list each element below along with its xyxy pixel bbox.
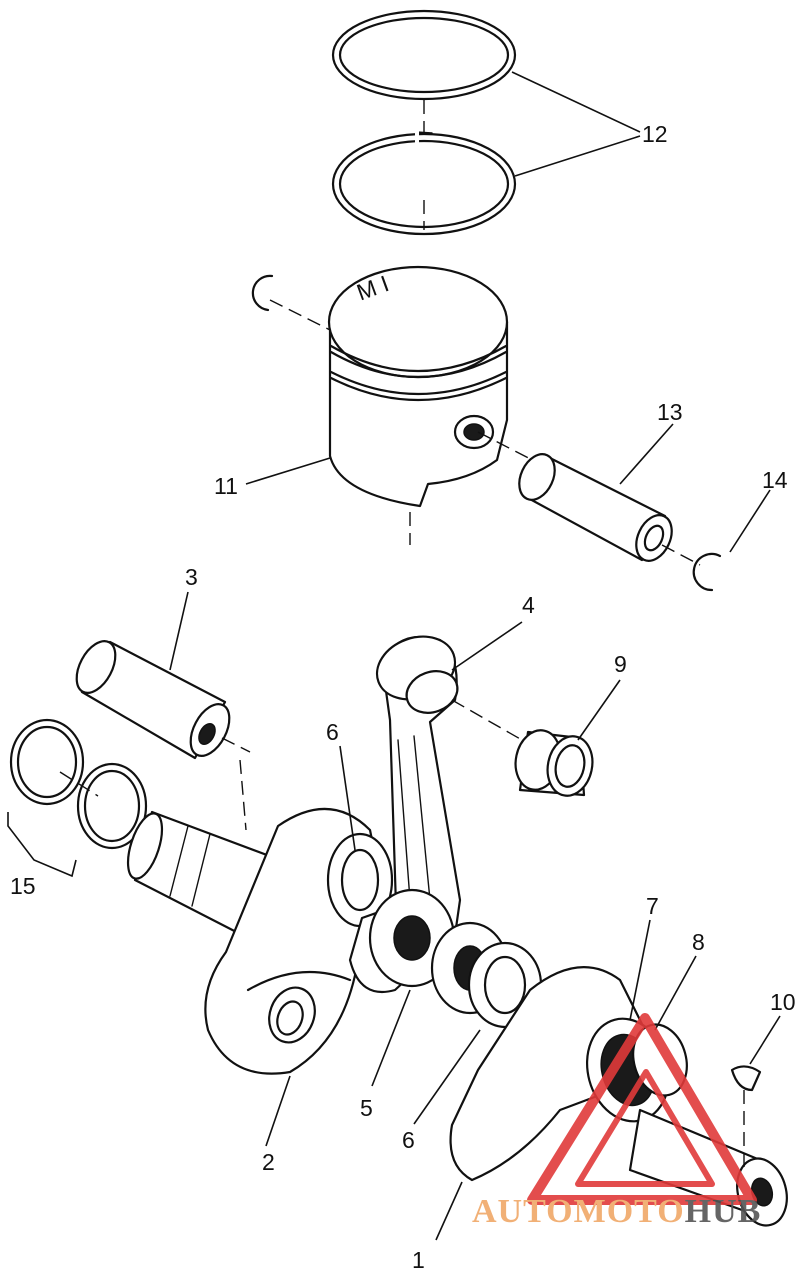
label-crank-pin: 3 xyxy=(185,564,198,590)
label-small-end-bearing: 9 xyxy=(614,651,627,677)
circlip-left xyxy=(251,274,274,312)
shims xyxy=(9,718,148,850)
label-main-bearing: 7 xyxy=(646,893,659,919)
watermark-logo: AUTOMOTOHUB xyxy=(472,1013,761,1230)
piston-rings xyxy=(331,9,517,236)
piston: M I xyxy=(327,265,509,545)
watermark-text-colored: AUTOMOTO xyxy=(472,1193,685,1230)
small-end-bearing xyxy=(514,729,594,797)
watermark-text: AUTOMOTOHUB xyxy=(472,1193,761,1230)
watermark-text-dark: HUB xyxy=(685,1193,762,1230)
watermark-triangle-inner xyxy=(575,1069,715,1187)
label-shims: 15 xyxy=(10,873,36,899)
circlip-right xyxy=(692,552,722,592)
piston-ring-top xyxy=(331,9,517,101)
label-crankshaft: 1 xyxy=(412,1247,425,1273)
label-flywheel-left: 2 xyxy=(262,1149,275,1175)
label-thrust-washer-lower: 6 xyxy=(402,1127,415,1153)
label-circlip: 14 xyxy=(762,467,788,493)
label-oil-seal: 8 xyxy=(692,929,705,955)
label-big-end-bearing: 5 xyxy=(360,1095,373,1121)
label-piston-pin: 13 xyxy=(657,399,683,425)
leader-lines xyxy=(7,71,781,1241)
piston-ring-second xyxy=(331,128,517,236)
piston-pin xyxy=(477,431,673,562)
label-piston-rings: 12 xyxy=(642,121,668,147)
woodruff-key xyxy=(730,1065,762,1092)
label-woodruff-key: 10 xyxy=(770,989,796,1015)
connecting-rod xyxy=(348,635,462,994)
label-thrust-washer-upper: 6 xyxy=(326,719,339,745)
crankshaft-left-half xyxy=(126,759,394,1075)
label-connecting-rod: 4 xyxy=(522,592,535,618)
label-piston: 11 xyxy=(214,473,238,499)
watermark-triangle-outer xyxy=(527,1013,757,1205)
crank-pin xyxy=(75,640,231,760)
